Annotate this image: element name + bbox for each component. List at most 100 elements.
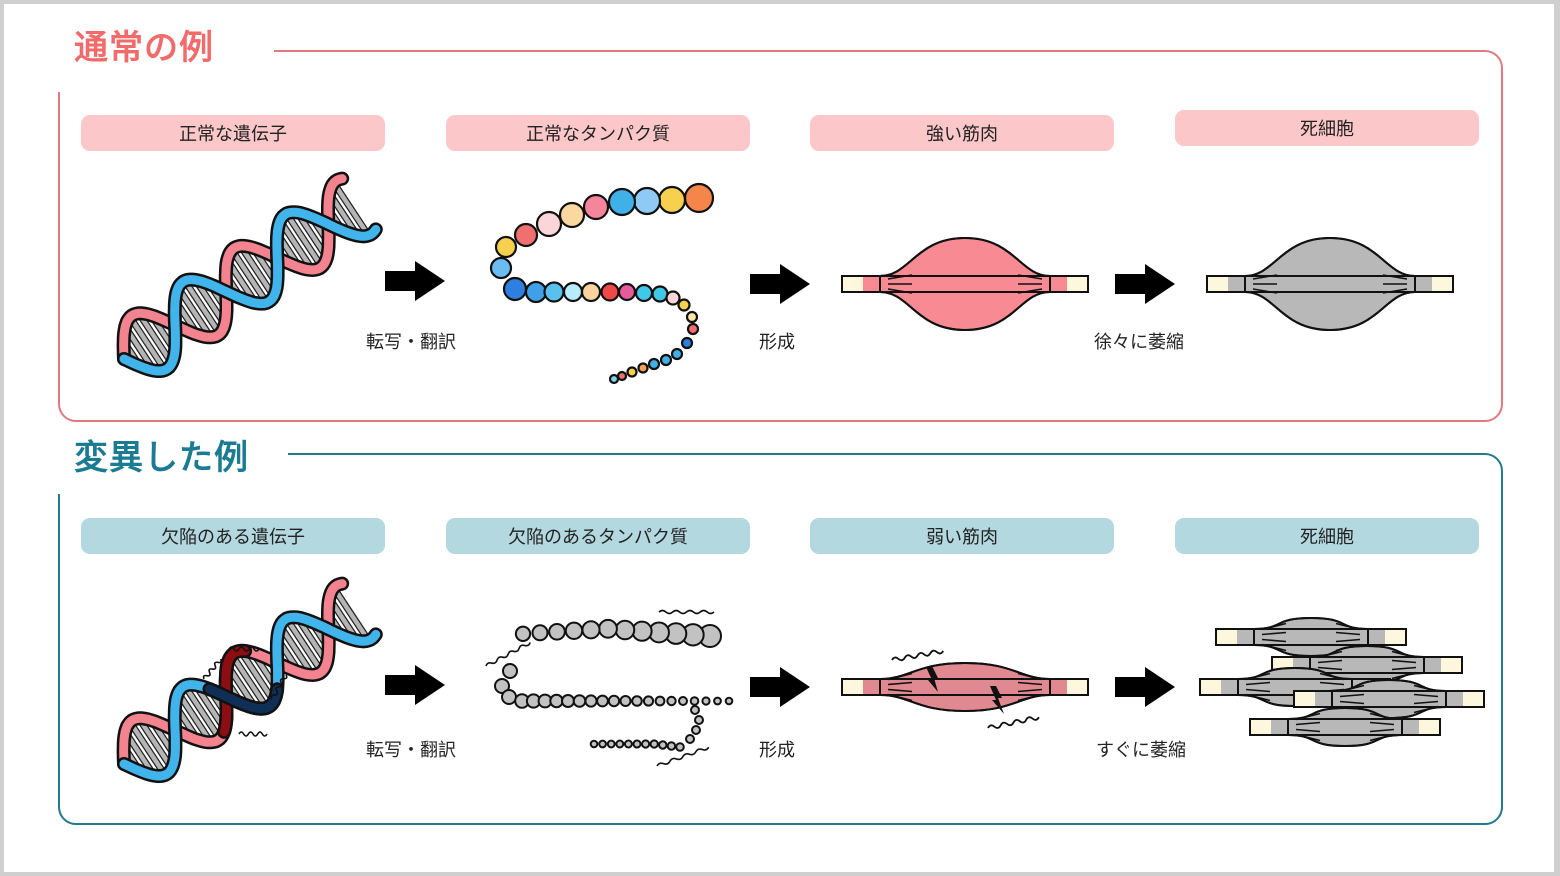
amino-acid-bead xyxy=(651,285,669,303)
mutant-panel xyxy=(58,453,1503,825)
amino-acid-bead xyxy=(617,282,637,302)
protein-beads-gray xyxy=(494,618,734,752)
strong-muscle-illustration xyxy=(840,236,1090,332)
muscle-belly xyxy=(879,661,1051,713)
protein-beads-colored xyxy=(489,182,715,385)
muscle-fiber-line xyxy=(1382,274,1408,280)
amino-acid-bead xyxy=(543,281,565,303)
amino-acid-bead xyxy=(614,619,636,641)
muscle-fiber-line xyxy=(1382,288,1408,294)
amino-acid-bead xyxy=(600,282,620,302)
muscle-fiber-line xyxy=(1391,659,1417,664)
amino-acid-bead xyxy=(701,696,711,706)
dna-base-pair-fill xyxy=(182,279,222,336)
tendon-left xyxy=(1295,692,1315,706)
muscle-fiber-line xyxy=(1261,622,1287,631)
amino-acid-bead xyxy=(685,310,699,324)
muscle-fiber-line xyxy=(1339,684,1365,693)
amino-acid-bead xyxy=(623,739,633,749)
muscle-outline xyxy=(1253,616,1369,658)
mutant-label-gene: 欠陥のある遺伝子 xyxy=(81,518,385,554)
muscle-fiber-line xyxy=(1413,700,1439,705)
muscle-outline xyxy=(879,661,1051,713)
arrow-right-icon xyxy=(385,665,445,705)
muscle-fiber-line xyxy=(1369,733,1395,742)
muscle-fiber-line xyxy=(1261,638,1287,643)
muscle-fiber-line xyxy=(1369,728,1395,733)
muscle-fiber-line xyxy=(887,672,913,681)
muscle-fiber-line xyxy=(1245,688,1271,693)
vibration-mark-icon xyxy=(485,642,531,667)
amino-acid-bead xyxy=(642,695,655,707)
muscle-fiber-line xyxy=(1413,684,1439,693)
amino-acid-bead xyxy=(502,276,528,302)
amino-acid-bead xyxy=(589,739,599,749)
vibration-mark-icon xyxy=(987,716,1040,729)
amino-acid-bead xyxy=(502,663,518,679)
amino-acid-bead xyxy=(657,185,687,215)
vibration-mark-icon xyxy=(270,674,288,700)
muscle-fiber-line xyxy=(1391,666,1417,671)
normal-label-protein: 正常なタンパク質 xyxy=(446,115,750,151)
diagram-canvas: 通常の例 正常な遺伝子 正常なタンパク質 強い筋肉 死細胞 転写・翻訳 形成 徐… xyxy=(4,4,1554,872)
amino-acid-bead xyxy=(665,290,681,306)
dna-base-pair-fill xyxy=(278,624,315,677)
mutant-section-title: 変異した例 xyxy=(74,438,263,478)
muscle-fiber-line xyxy=(1319,672,1345,681)
dna-strand-pink xyxy=(119,174,347,364)
amino-acid-bead xyxy=(631,620,653,642)
weak-muscle xyxy=(841,661,1089,713)
amino-acid-bead xyxy=(685,734,695,744)
atrophied-muscle-illustration xyxy=(1205,236,1455,332)
muscle-fiber-line xyxy=(1017,688,1043,693)
dna-base-pair-fill xyxy=(176,691,213,744)
muscle-tendon-outline xyxy=(1249,718,1441,736)
tendon-right xyxy=(1463,692,1483,706)
muscle-fiber-line xyxy=(1335,638,1361,643)
amino-acid-bead xyxy=(658,740,668,750)
amino-acid-bead xyxy=(683,182,715,214)
amino-acid-bead xyxy=(626,366,638,378)
arrow-right-icon xyxy=(1115,264,1175,304)
arrow-right-icon xyxy=(385,261,445,301)
mutant-label-dead-cell: 死細胞 xyxy=(1175,518,1479,554)
amino-acid-bead xyxy=(632,186,662,216)
dna-base-pair-fill xyxy=(176,286,213,339)
muscle-fiber-line xyxy=(1413,705,1439,714)
amino-acid-bead xyxy=(666,741,677,751)
muscle-fiber-line xyxy=(1261,643,1287,652)
amino-acid-bead xyxy=(619,695,632,707)
muscle-fiber-line xyxy=(887,288,913,294)
tendon-left xyxy=(1217,630,1237,644)
muscle-fiber-line xyxy=(1017,681,1043,686)
amino-acid-bead xyxy=(606,739,616,749)
amino-acid-bead xyxy=(531,624,549,642)
muscle-fiber-line xyxy=(1295,712,1321,721)
tendon-right xyxy=(1432,277,1452,291)
step-label-formation: 形成 xyxy=(759,332,795,353)
muscle-fiber-line xyxy=(1245,693,1271,702)
crack-icon xyxy=(990,686,1004,714)
muscle-fiber-line xyxy=(1017,693,1043,702)
atrophied-muscle-fiber xyxy=(1215,616,1407,658)
amino-acid-bead xyxy=(691,725,701,735)
tendon-left xyxy=(843,680,863,694)
dna-base-pair-fill xyxy=(238,649,276,703)
muscle-tendon-outline xyxy=(841,678,1089,696)
amino-acid-bead xyxy=(675,742,685,752)
amino-acid-bead xyxy=(572,694,587,708)
muscle-fiber-line xyxy=(1319,681,1345,686)
dna-helix-illustration xyxy=(104,171,383,384)
atrophied-muscle-fiber xyxy=(1271,644,1463,686)
step-label-transcription: 転写・翻訳 xyxy=(366,740,456,761)
amino-acid-bead xyxy=(582,193,610,221)
dna-base-pair-fill xyxy=(278,219,315,272)
dna-base-pair-fill xyxy=(331,586,371,642)
amino-acid-bead xyxy=(564,621,584,640)
dna-base-pair-fill xyxy=(182,684,222,741)
muscle-outline xyxy=(1244,236,1416,332)
muscle-tendon-outline xyxy=(1206,275,1454,293)
muscle-fiber-line xyxy=(1317,650,1343,659)
muscle-fiber-line xyxy=(1017,672,1043,681)
dna-base-pair-fill xyxy=(284,212,324,269)
